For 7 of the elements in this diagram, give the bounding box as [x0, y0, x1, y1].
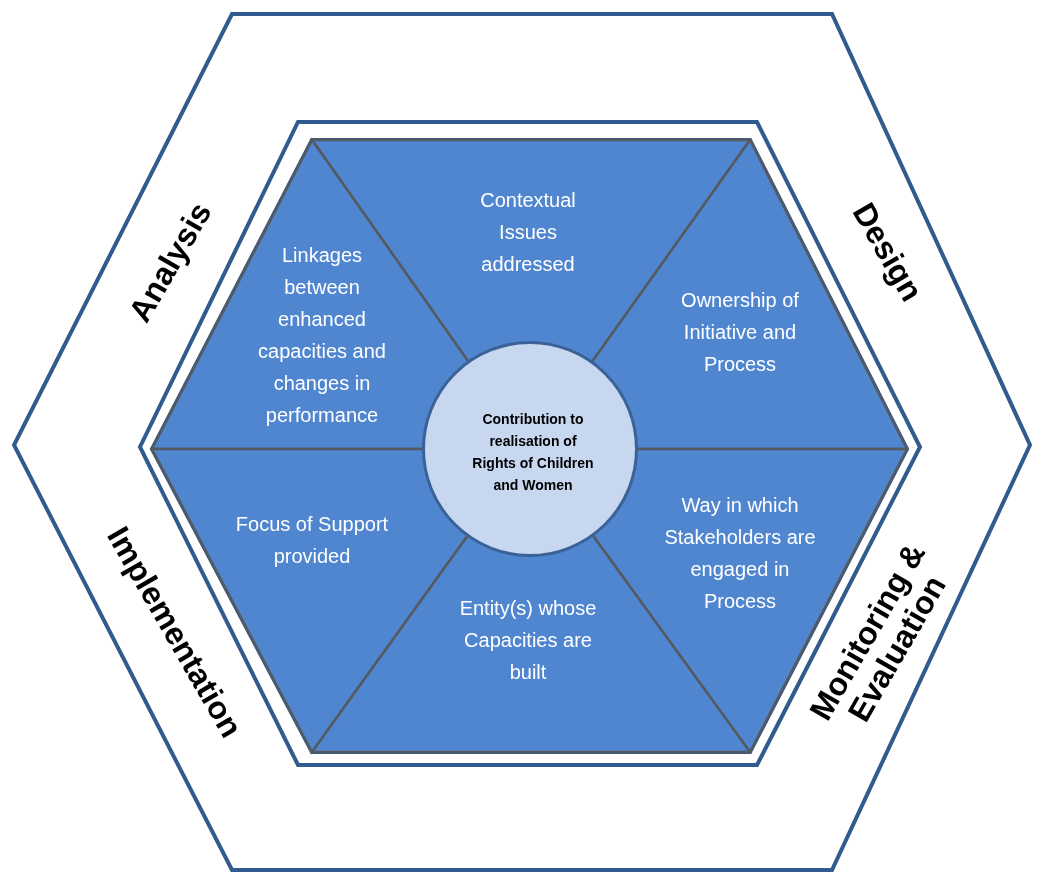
segment-text: Way in which Stakeholders are engaged in Process: [663, 493, 816, 612]
center-text: Contribution to realisation of Rights of Children and Women: [471, 410, 595, 495]
segment-text: Contextual Issues addressed: [479, 188, 577, 277]
segment-text: Linkages between enhanced capacities and changes in performance: [257, 243, 387, 428]
segment-text: Focus of Support provided: [235, 512, 390, 567]
segment-text: Entity(s) whose Capacities are built: [458, 596, 598, 685]
segment-text: Ownership of Initiative and Process: [680, 288, 800, 377]
